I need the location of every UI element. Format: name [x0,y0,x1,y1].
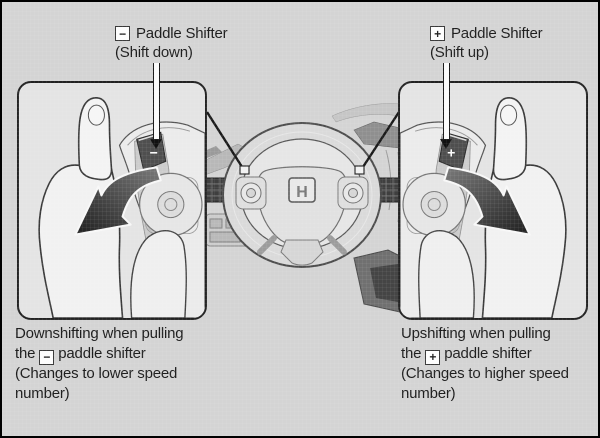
left-spoke-buttons [235,176,267,210]
right-paddle-marker [354,165,365,175]
left-paddle-illustration: − [38,97,205,318]
left-paddle-symbol: − [150,144,158,160]
right-paddle-symbol: + [447,144,455,160]
downshift-caption: Downshifting when pulling the−paddle shi… [15,324,235,404]
upshift-caption-line4: number) [401,385,456,402]
minus-icon: − [115,26,130,41]
steering-wheel: H [222,122,382,268]
downshift-caption-line2: the−paddle shifter [15,345,146,365]
right-callout-subtitle: (Shift up) [430,44,489,61]
downshift-caption-line4: number) [15,385,70,402]
left-callout-label: − Paddle Shifter (Shift down) [115,24,228,62]
right-callout-diagonal-line [359,111,401,171]
upshift-caption: Upshifting when pulling the+paddle shift… [401,324,598,404]
right-callout-label: + Paddle Shifter (Shift up) [430,24,543,62]
downshift-caption-line1: Downshifting when pulling [15,325,184,342]
downshift-caption-line3: (Changes to lower speed [15,365,178,382]
right-mirrored-artwork [400,97,567,318]
upshift-caption-line1: Upshifting when pulling [401,325,551,342]
left-callout-title: Paddle Shifter [136,25,228,42]
upshift-arrow [443,166,531,236]
right-paddle-panel: + [398,81,588,320]
plus-icon: + [430,26,445,41]
left-paddle-panel: − [17,81,207,320]
downshift-arrow [74,166,162,236]
upshift-caption-line3: (Changes to higher speed [401,365,569,382]
right-callout-line [443,63,450,140]
lower-spoke [280,239,324,266]
left-callout-arrowhead-icon [150,139,162,149]
gripping-finger [130,229,187,318]
fingernail [87,104,105,126]
plus-icon: + [425,349,441,365]
right-callout-arrowhead-icon [440,139,452,149]
right-spoke-buttons [337,176,369,210]
upshift-caption-line2: the+paddle shifter [401,345,532,365]
right-callout-title: Paddle Shifter [451,25,543,42]
svg-text:H: H [296,184,308,201]
left-callout-line [153,63,160,140]
right-paddle-illustration: + [400,97,567,318]
minus-icon: − [39,349,55,365]
left-paddle-marker [239,165,250,175]
left-callout-diagonal-line [205,111,246,171]
left-callout-subtitle: (Shift down) [115,44,193,61]
honda-logo: H [288,177,316,203]
